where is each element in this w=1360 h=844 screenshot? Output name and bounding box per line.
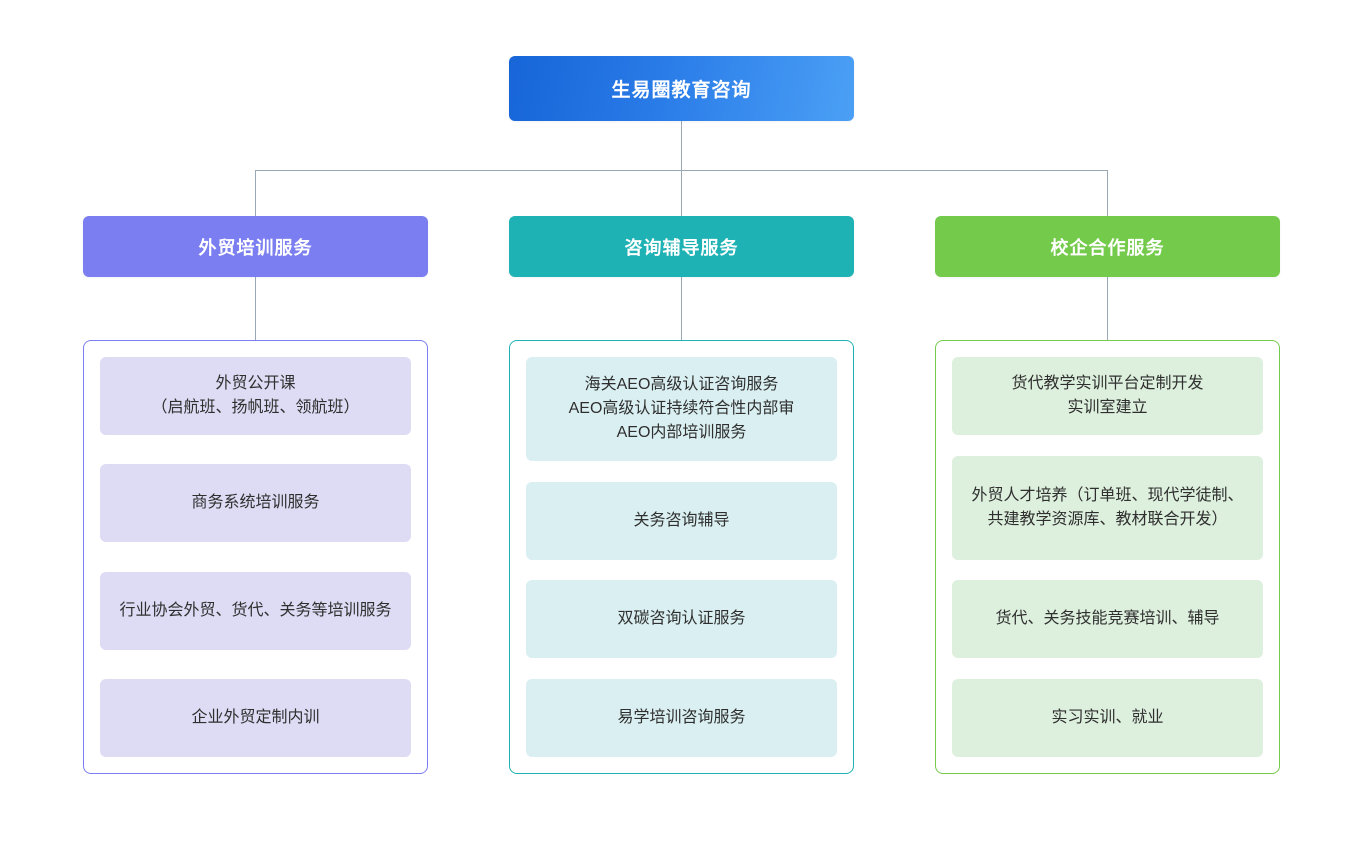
- branch-group-3: 货代教学实训平台定制开发 实训室建立 外贸人才培养（订单班、现代学徒制、共建教学…: [935, 340, 1280, 774]
- leaf-item[interactable]: 外贸人才培养（订单班、现代学徒制、共建教学资源库、教材联合开发）: [952, 455, 1263, 560]
- connector-stem-group-2: [681, 277, 682, 340]
- connector-drop-branch-2: [681, 170, 682, 216]
- connector-drop-branch-3: [1107, 170, 1108, 216]
- root-node-label: 生易圈教育咨询: [611, 80, 752, 101]
- leaf-item[interactable]: 货代教学实训平台定制开发 实训室建立: [952, 357, 1263, 435]
- leaf-item[interactable]: 双碳咨询认证服务: [526, 580, 837, 659]
- leaf-item[interactable]: 关务咨询辅导: [526, 481, 837, 560]
- branch-header-label: 外贸培训服务: [198, 237, 313, 258]
- leaf-item[interactable]: 企业外贸定制内训: [100, 678, 411, 757]
- connector-root-stem: [681, 121, 682, 170]
- leaf-item[interactable]: 行业协会外贸、货代、关务等培训服务: [100, 571, 411, 650]
- root-node[interactable]: 生易圈教育咨询: [509, 56, 854, 121]
- branch-header-label: 咨询辅导服务: [624, 237, 739, 258]
- connector-drop-branch-1: [255, 170, 256, 216]
- branch-header-waimao-peixun[interactable]: 外贸培训服务: [83, 216, 428, 277]
- branch-header-xiaoqi-hezuo[interactable]: 校企合作服务: [935, 216, 1280, 277]
- leaf-item[interactable]: 外贸公开课 （启航班、扬帆班、领航班）: [100, 357, 411, 435]
- leaf-item[interactable]: 海关AEO高级认证咨询服务 AEO高级认证持续符合性内部审 AEO内部培训服务: [526, 357, 837, 461]
- branch-header-label: 校企合作服务: [1050, 237, 1165, 258]
- leaf-item[interactable]: 商务系统培训服务: [100, 464, 411, 543]
- branch-group-1: 外贸公开课 （启航班、扬帆班、领航班） 商务系统培训服务 行业协会外贸、货代、关…: [83, 340, 428, 774]
- branch-group-2: 海关AEO高级认证咨询服务 AEO高级认证持续符合性内部审 AEO内部培训服务 …: [509, 340, 854, 774]
- connector-stem-group-1: [255, 277, 256, 340]
- branch-header-zixun-fudao[interactable]: 咨询辅导服务: [509, 216, 854, 277]
- connector-stem-group-3: [1107, 277, 1108, 340]
- leaf-item[interactable]: 货代、关务技能竞赛培训、辅导: [952, 580, 1263, 659]
- leaf-item[interactable]: 实习实训、就业: [952, 678, 1263, 757]
- leaf-item[interactable]: 易学培训咨询服务: [526, 678, 837, 757]
